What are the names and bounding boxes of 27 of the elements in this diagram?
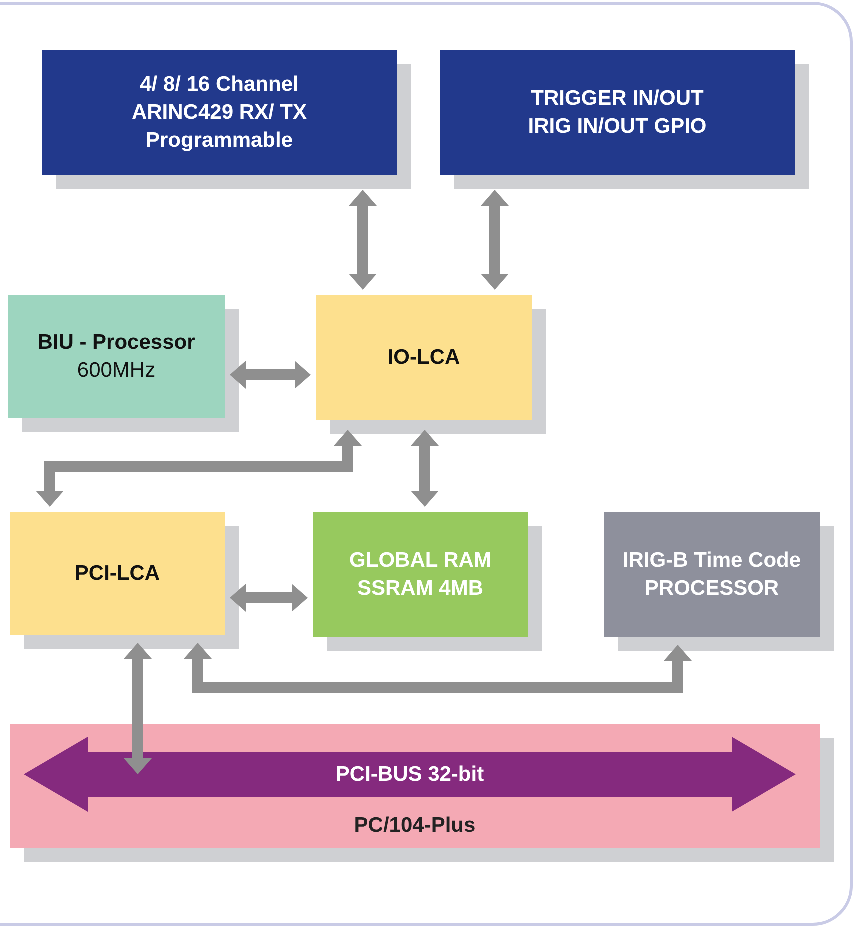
- logic-box: [316, 295, 532, 420]
- box-label: 4/ 8/ 16 Channel ARINC429 RX/ TX Programmable: [130, 72, 308, 154]
- double-arrow: [184, 643, 692, 694]
- double-arrow: [230, 584, 308, 612]
- bus-band: [10, 724, 820, 848]
- box-label: IRIG-B Time Code PROCESSOR: [622, 548, 802, 602]
- box-label: BIU - Processor: [38, 330, 196, 356]
- logic-box: [10, 512, 225, 635]
- box-label: PC/104-Plus: [354, 813, 476, 839]
- double-arrow: [481, 190, 509, 290]
- box-label: PCI-BUS 32-bit: [336, 762, 484, 788]
- box-label: GLOBAL RAM SSRAM 4MB: [348, 548, 492, 602]
- processor-box: [604, 512, 820, 637]
- interface-box: [440, 50, 795, 175]
- bus-arrow: [24, 737, 796, 812]
- double-arrow: [349, 190, 377, 290]
- double-arrow: [411, 430, 439, 507]
- double-arrow: [124, 643, 152, 774]
- interface-box: [42, 50, 397, 175]
- memory-box: [313, 512, 528, 637]
- box-label: PCI-LCA: [74, 560, 160, 586]
- box-label: TRIGGER IN/OUT IRIG IN/OUT GPIO: [527, 86, 708, 140]
- double-arrow: [36, 430, 362, 507]
- box-detail: 600MHz: [77, 358, 156, 384]
- box-label: IO-LCA: [388, 344, 460, 370]
- processor-box: [8, 295, 225, 418]
- double-arrow: [230, 361, 311, 389]
